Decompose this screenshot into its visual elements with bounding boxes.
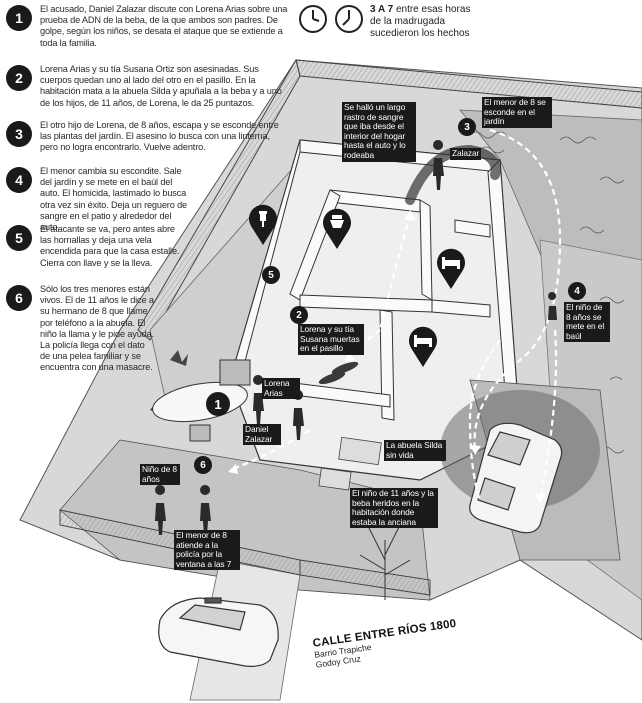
time-info: 3 A 7 entre esas horas de la madrugada s…: [298, 4, 480, 40]
step-number: 5: [6, 225, 32, 251]
label-zalazar: Zalazar: [450, 148, 482, 160]
step-number: 6: [6, 285, 32, 311]
time-text: 3 A 7 entre esas horas de la madrugada s…: [370, 4, 480, 40]
step-4: 4 El menor cambia su escondite. Sale del…: [6, 166, 288, 233]
time-description: entre esas horas de la madrugada sucedie…: [370, 4, 471, 39]
step-number: 4: [6, 167, 32, 193]
map-marker-5: 5: [262, 266, 280, 284]
step-2: 2 Lorena Arias y su tía Susana Ortiz son…: [6, 64, 288, 109]
step-number: 1: [6, 5, 32, 31]
step-1: 1 El acusado, Daniel Zalazar discute con…: [6, 4, 288, 49]
step-text: El acusado, Daniel Zalazar discute con L…: [40, 4, 288, 48]
step-3: 3 El otro hijo de Lorena, de 8 años, esc…: [6, 120, 288, 154]
step-text: Sólo los tres menores están vivos. El de…: [40, 284, 154, 373]
police-car: [158, 597, 279, 667]
label-police: El menor de 8 atiende a la policía por l…: [174, 530, 240, 571]
car: [469, 422, 563, 534]
vegetation: [469, 131, 625, 454]
label-blood-trail: Se halló un largo rastro de sangre que i…: [342, 102, 416, 162]
map-marker-2: 2: [290, 306, 308, 324]
clock-icon: [299, 5, 327, 33]
bedroom-pin-icon: [409, 326, 437, 367]
step-text: El menor cambia su escondite. Sale del j…: [40, 166, 188, 233]
bedroom-pin-icon: [437, 248, 465, 289]
bathroom-pin-icon: [323, 208, 351, 249]
map-marker-3: 3: [458, 118, 476, 136]
front-wall-right: [299, 559, 431, 596]
step-number: 3: [6, 121, 32, 147]
map-marker-4: 4: [568, 282, 586, 300]
clock-icon: [335, 5, 363, 33]
label-boy11: El niño de 11 años y la beba heridos en …: [350, 488, 438, 529]
time-range: 3 A 7: [370, 4, 394, 15]
label-boy8: Niño de 8 años: [140, 464, 180, 486]
figures: [155, 140, 557, 535]
label-hallway: Lorena y su tía Susana muertas en el pas…: [298, 324, 364, 355]
label-lorena: Lorena Arias: [262, 378, 300, 400]
tree-front: [359, 514, 411, 600]
map-marker-1: 1: [206, 392, 230, 416]
step-6: 6 Sólo los tres menores están vivos. El …: [6, 284, 156, 374]
label-daniel: Daniel Zalazar: [243, 424, 281, 446]
step-text: Lorena Arias y su tía Susana Ortiz son a…: [40, 64, 282, 108]
step-number: 2: [6, 65, 32, 91]
hallway-bodies: [318, 361, 359, 385]
map-marker-6: 6: [194, 456, 212, 474]
kitchen-pin-icon: [249, 204, 277, 245]
label-trunk: El niño de 8 años se mete en el baúl: [564, 302, 610, 343]
step-text: El atacante se va, pero antes abre las h…: [40, 224, 180, 268]
step-text: El otro hijo de Lorena, de 8 años, escap…: [40, 120, 279, 153]
left-wall: [137, 58, 301, 341]
room-furniture: [318, 436, 382, 491]
label-garden-hide: El menor de 8 se esconde en el jardín: [482, 97, 552, 128]
step-5: 5 El atacante se va, pero antes abre las…: [6, 224, 288, 269]
label-silda: La abuela Silda sin vida: [384, 440, 446, 462]
